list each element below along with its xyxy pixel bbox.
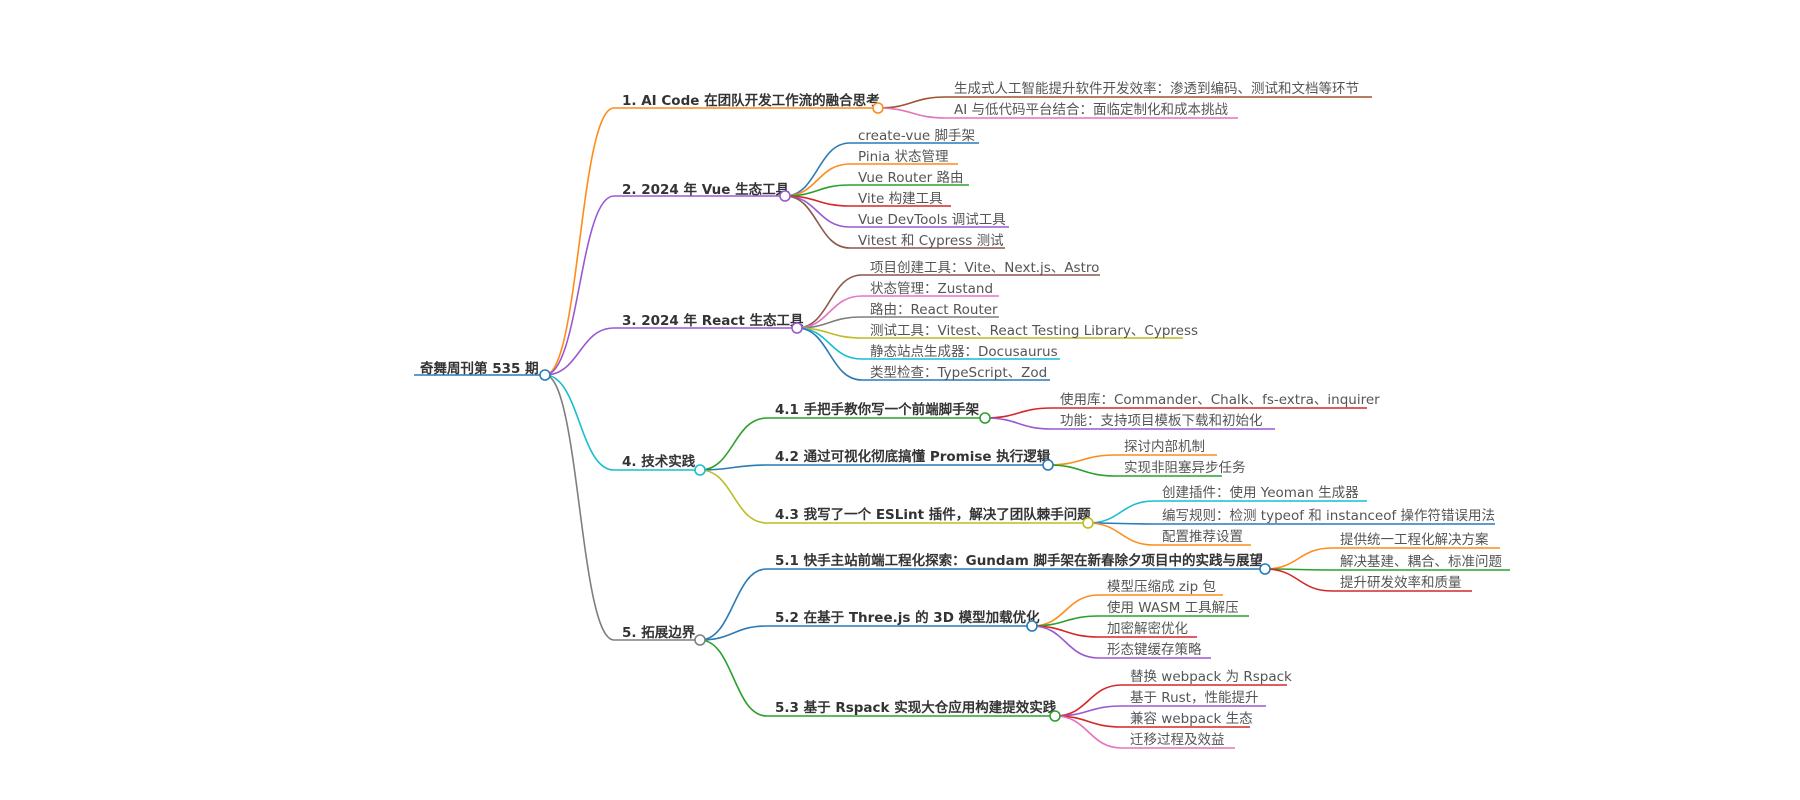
connector-r-3-0 xyxy=(699,417,768,471)
node-label-r-2-2[interactable]: 路由：React Router xyxy=(870,302,998,318)
node-label-r-0-1[interactable]: AI 与低代码平台结合：面临定制化和成本挑战 xyxy=(954,102,1229,118)
node-label-r-1[interactable]: 2. 2024 年 Vue 生态工具 xyxy=(622,181,790,198)
connector-r-4-1 xyxy=(699,625,768,641)
root-node-label[interactable]: 奇舞周刊第 535 期 xyxy=(420,360,539,377)
connector-r-2 xyxy=(544,327,615,376)
connector-r-4-1-3 xyxy=(1031,625,1100,659)
node-label-r-3-2[interactable]: 4.3 我写了一个 ESLint 插件，解决了团队棘手问题 xyxy=(775,506,1091,523)
node-label-r-1-0[interactable]: create-vue 脚手架 xyxy=(858,128,975,144)
connector-r-4 xyxy=(544,374,615,641)
collapse-toggle-icon[interactable] xyxy=(872,102,884,114)
node-label-r-4-2-2[interactable]: 兼容 webpack 生态 xyxy=(1130,710,1253,727)
collapse-toggle-icon[interactable] xyxy=(1026,620,1038,632)
node-label-r-3[interactable]: 4. 技术实践 xyxy=(622,453,696,470)
node-label-r-4-0-1[interactable]: 解决基建、耦合、标准问题 xyxy=(1340,553,1502,570)
node-label-r-4-1-2[interactable]: 加密解密优化 xyxy=(1107,620,1188,637)
node-label-r-3-0-1[interactable]: 功能：支持项目模板下载和初始化 xyxy=(1060,412,1263,429)
node-label-r-3-2-2[interactable]: 配置推荐设置 xyxy=(1162,529,1243,545)
collapse-toggle-icon[interactable] xyxy=(694,634,706,646)
node-label-r-3-1[interactable]: 4.2 通过可视化彻底搞懂 Promise 执行逻辑 xyxy=(775,448,1051,465)
node-label-r-2-0[interactable]: 项目创建工具：Vite、Next.js、Astro xyxy=(870,260,1099,276)
node-label-r-3-1-0[interactable]: 探讨内部机制 xyxy=(1124,439,1205,455)
connector-r-3-0-0 xyxy=(984,407,1053,419)
connector-r-0 xyxy=(544,107,615,376)
connector-r-2-0 xyxy=(796,274,863,329)
node-label-r-4-2-0[interactable]: 替换 webpack 为 Rspack xyxy=(1130,669,1292,685)
connector-r-1-0 xyxy=(784,142,851,197)
connector-r-0-0 xyxy=(877,96,947,109)
node-label-r-2-5[interactable]: 类型检查：TypeScript、Zod xyxy=(870,365,1047,381)
collapse-toggle-icon[interactable] xyxy=(694,464,706,476)
connector-r-4-0-2 xyxy=(1264,568,1333,592)
connector-r-4-0 xyxy=(699,568,768,641)
node-label-r-2-3[interactable]: 测试工具：Vitest、React Testing Library、Cypres… xyxy=(870,323,1198,339)
node-label-r-4-2[interactable]: 5.3 基于 Rspack 实现大仓应用构建提效实践 xyxy=(775,699,1057,716)
node-label-r-4-1-3[interactable]: 形态键缓存策略 xyxy=(1107,641,1202,658)
collapse-toggle-icon[interactable] xyxy=(779,190,791,202)
connector-r-3-1-0 xyxy=(1047,454,1117,466)
node-label-r-4-1[interactable]: 5.2 在基于 Three.js 的 3D 模型加载优化 xyxy=(775,609,1040,626)
connector-r-3-2 xyxy=(699,469,768,524)
connector-r-3-1-1 xyxy=(1047,464,1117,477)
collapse-toggle-icon[interactable] xyxy=(1259,563,1271,575)
collapse-toggle-icon[interactable] xyxy=(791,322,803,334)
connector-r-3-1 xyxy=(699,464,768,471)
node-label-r-4[interactable]: 5. 拓展边界 xyxy=(622,624,696,641)
connector-r-2-5 xyxy=(796,327,863,381)
node-label-r-3-2-0[interactable]: 创建插件：使用 Yeoman 生成器 xyxy=(1162,484,1359,501)
collapse-toggle-icon[interactable] xyxy=(539,369,551,381)
connector-r-3-2-2 xyxy=(1087,522,1155,546)
collapse-toggle-icon[interactable] xyxy=(1049,710,1061,722)
node-label-r-0-0[interactable]: 生成式人工智能提升软件开发效率：渗透到编码、测试和文档等环节 xyxy=(954,80,1359,97)
mindmap-edges xyxy=(414,96,1510,749)
collapse-toggle-icon[interactable] xyxy=(1082,517,1094,529)
node-label-r-3-2-1[interactable]: 编写规则：检测 typeof 和 instanceof 操作符错误用法 xyxy=(1162,508,1495,524)
node-label-r-2[interactable]: 3. 2024 年 React 生态工具 xyxy=(622,312,804,329)
node-label-r-3-1-1[interactable]: 实现非阻塞异步任务 xyxy=(1124,459,1246,476)
node-label-r-1-4[interactable]: Vue DevTools 调试工具 xyxy=(858,212,1006,228)
collapse-toggle-icon[interactable] xyxy=(1042,459,1054,471)
node-label-r-0[interactable]: 1. AI Code 在团队开发工作流的融合思考 xyxy=(622,92,880,109)
node-label-r-4-2-1[interactable]: 基于 Rust，性能提升 xyxy=(1130,689,1258,706)
connector-r-4-0-0 xyxy=(1264,547,1333,570)
node-label-r-4-1-0[interactable]: 模型压缩成 zip 包 xyxy=(1107,579,1216,595)
collapse-toggle-icon[interactable] xyxy=(979,412,991,424)
node-label-r-2-4[interactable]: 静态站点生成器：Docusaurus xyxy=(870,344,1058,360)
node-label-r-4-0-0[interactable]: 提供统一工程化解决方案 xyxy=(1340,531,1489,548)
node-label-r-3-0[interactable]: 4.1 手把手教你写一个前端脚手架 xyxy=(775,401,980,418)
node-label-r-4-2-3[interactable]: 迁移过程及效益 xyxy=(1130,732,1225,748)
connector-r-3-0-1 xyxy=(984,417,1053,430)
connector-r-4-2-3 xyxy=(1054,715,1123,749)
node-label-r-2-1[interactable]: 状态管理：Zustand xyxy=(870,281,993,297)
node-label-r-1-5[interactable]: Vitest 和 Cypress 测试 xyxy=(858,233,1004,249)
connector-r-1 xyxy=(544,195,615,376)
mindmap-nodes: 生成式人工智能提升软件开发效率：渗透到编码、测试和文档等环节 AI 与低代码平台结… xyxy=(420,80,1502,748)
node-label-r-1-1[interactable]: Pinia 状态管理 xyxy=(858,149,949,165)
connector-r-4-2 xyxy=(699,639,768,717)
node-label-r-4-0[interactable]: 5.1 快手主站前端工程化探索：Gundam 脚手架在新春除夕项目中的实践与展望 xyxy=(775,552,1263,569)
node-label-r-1-2[interactable]: Vue Router 路由 xyxy=(858,170,964,186)
node-label-r-4-1-1[interactable]: 使用 WASM 工具解压 xyxy=(1107,599,1239,616)
node-label-r-3-0-0[interactable]: 使用库：Commander、Chalk、fs-extra、inquirer xyxy=(1060,391,1380,408)
connector-r-3 xyxy=(544,374,615,471)
connector-r-1-5 xyxy=(784,195,851,249)
node-label-r-4-0-2[interactable]: 提升研发效率和质量 xyxy=(1340,574,1462,591)
connector-r-0-1 xyxy=(877,107,947,119)
node-label-r-1-3[interactable]: Vite 构建工具 xyxy=(858,191,943,207)
connector-r-3-2-0 xyxy=(1087,500,1155,524)
